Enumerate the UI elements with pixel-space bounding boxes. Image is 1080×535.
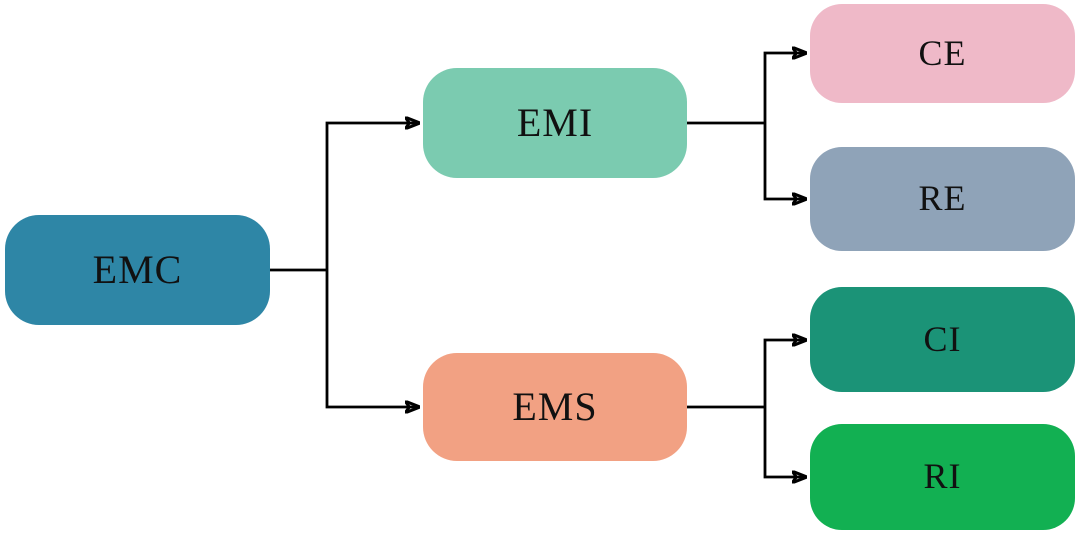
node-ri: RI	[810, 424, 1075, 530]
node-ci: CI	[810, 287, 1075, 392]
node-ci-label: CI	[923, 318, 962, 359]
node-ce: CE	[810, 4, 1075, 103]
edge-ems-ci	[763, 340, 806, 407]
edge-emi-ce	[763, 53, 806, 123]
node-ems-label: EMS	[512, 383, 598, 429]
node-emc: EMC	[5, 215, 270, 325]
edge-emc-ems	[325, 270, 419, 407]
node-emc-label: EMC	[92, 246, 183, 292]
node-emi: EMI	[423, 68, 687, 178]
node-re-label: RE	[918, 178, 967, 218]
edge-ems-ri	[763, 407, 806, 477]
node-emi-label: EMI	[516, 99, 594, 145]
edge-emi-re	[763, 123, 806, 199]
node-ri-label: RI	[923, 456, 962, 496]
node-ems: EMS	[423, 353, 687, 461]
node-re: RE	[810, 147, 1075, 251]
node-ce-label: CE	[918, 32, 967, 73]
edge-emc-emi	[325, 123, 419, 270]
